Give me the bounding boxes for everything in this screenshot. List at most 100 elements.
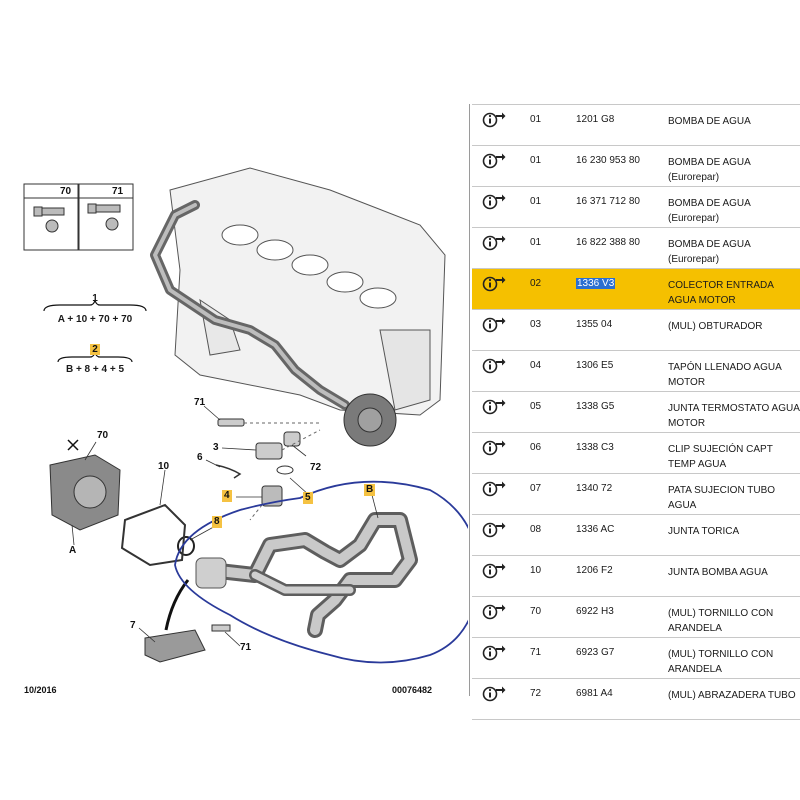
info-arrow-icon[interactable] xyxy=(482,152,506,170)
part-description: PATA SUJECION TUBO AGUA xyxy=(668,485,776,511)
part-number[interactable]: 1336 AC xyxy=(576,524,615,535)
info-arrow-icon[interactable] xyxy=(482,316,506,334)
part-number[interactable]: 1340 72 xyxy=(576,483,613,494)
callout-10: 10 xyxy=(158,461,170,472)
leader-lines xyxy=(71,405,379,647)
exploded-parts-diagram: 70 71 1 A + 10 + 70 + 70 2 B + 8 + 4 + 5… xyxy=(23,167,468,695)
part-reference: 72 xyxy=(530,688,542,699)
part-description: BOMBA DE AGUA (Eurorepar) xyxy=(668,198,751,224)
parts-row[interactable]: 01 16 230 953 80 BOMBA DE AGUA (Eurorepa… xyxy=(472,146,800,187)
callout-70: 70 xyxy=(97,430,109,441)
bracket-7 xyxy=(144,624,231,663)
part-reference: 10 xyxy=(530,565,542,576)
info-arrow-icon[interactable] xyxy=(482,439,506,457)
parts-row[interactable]: 01 16 371 712 80 BOMBA DE AGUA (Eurorepa… xyxy=(472,187,800,228)
part-reference: 01 xyxy=(530,237,542,248)
info-arrow-icon[interactable] xyxy=(482,275,506,293)
callout-71: 71 xyxy=(194,397,206,408)
part-number[interactable]: 1306 E5 xyxy=(576,360,614,371)
info-arrow-icon[interactable] xyxy=(482,562,506,580)
o-ring-8 xyxy=(177,536,195,556)
small-parts-upper xyxy=(217,418,321,460)
info-arrow-icon[interactable] xyxy=(482,685,506,703)
callout-b: B xyxy=(364,484,376,496)
screw-70-icon xyxy=(33,206,65,233)
part-description: (MUL) ABRAZADERA TUBO xyxy=(668,690,796,701)
part-number[interactable]: 6923 G7 xyxy=(576,647,615,658)
parts-row[interactable]: 02 1336 V3 COLECTOR ENTRADA AGUA MOTOR xyxy=(472,269,800,310)
parts-row[interactable]: 07 1340 72 PATA SUJECION TUBO AGUA xyxy=(472,474,800,515)
info-arrow-icon[interactable] xyxy=(482,398,506,416)
formula-1-contents: A + 10 + 70 + 70 xyxy=(57,314,133,325)
parts-row[interactable]: 72 6981 A4 (MUL) ABRAZADERA TUBO xyxy=(472,679,800,720)
part-number[interactable]: 1336 V3 xyxy=(576,278,616,289)
info-arrow-icon[interactable] xyxy=(482,480,506,498)
parts-rows: 01 1201 G8 BOMBA DE AGUA 01 16 230 953 8… xyxy=(472,105,800,720)
legend-label-71: 71 xyxy=(112,186,124,197)
parts-row[interactable]: 70 6922 H3 (MUL) TORNILLO CON ARANDELA xyxy=(472,597,800,638)
callout-a: A xyxy=(69,545,77,556)
parts-row[interactable]: 01 16 822 388 80 BOMBA DE AGUA (Eurorepa… xyxy=(472,228,800,269)
screw-71-icon xyxy=(87,203,121,231)
info-arrow-icon[interactable] xyxy=(482,193,506,211)
part-number[interactable]: 1201 G8 xyxy=(576,114,615,125)
callout-6: 6 xyxy=(197,452,203,463)
part-number[interactable]: 16 371 712 80 xyxy=(576,196,640,207)
water-pump-mounted xyxy=(343,393,397,447)
callout-71-lower: 71 xyxy=(240,642,252,653)
formula-2-contents: B + 8 + 4 + 5 xyxy=(65,364,125,375)
parts-row[interactable]: 05 1338 G5 JUNTA TERMOSTATO AGUA MOTOR xyxy=(472,392,800,433)
blue-hand-drawn-circle xyxy=(174,480,468,664)
part-description: (MUL) TORNILLO CON ARANDELA xyxy=(668,608,774,634)
legend-label-70: 70 xyxy=(60,186,72,197)
info-arrow-icon[interactable] xyxy=(482,603,506,621)
parts-row[interactable]: 03 1355 04 (MUL) OBTURADOR xyxy=(472,310,800,351)
part-number[interactable]: 16 822 388 80 xyxy=(576,237,640,248)
part-number[interactable]: 1355 04 xyxy=(576,319,613,330)
diagram-drawing xyxy=(23,167,468,664)
info-arrow-icon[interactable] xyxy=(482,644,506,662)
parts-row[interactable]: 04 1306 E5 TAPÓN LLENADO AGUA MOTOR xyxy=(472,351,800,392)
part-reference: 03 xyxy=(530,319,542,330)
info-arrow-icon[interactable] xyxy=(482,357,506,375)
parts-list-top-border xyxy=(472,104,800,105)
clip-6 xyxy=(215,464,242,479)
x-mark xyxy=(67,439,79,451)
screw-legend-boxes xyxy=(23,183,134,251)
part-reference: 05 xyxy=(530,401,542,412)
formula-1-number: 1 xyxy=(92,293,98,304)
part-description: TAPÓN LLENADO AGUA MOTOR xyxy=(668,362,782,388)
callout-4: 4 xyxy=(222,490,232,502)
part-description: BOMBA DE AGUA (Eurorepar) xyxy=(668,157,751,183)
parts-row[interactable]: 10 1206 F2 JUNTA BOMBA AGUA xyxy=(472,556,800,597)
part-number[interactable]: 1338 G5 xyxy=(576,401,615,412)
part-number[interactable]: 1338 C3 xyxy=(576,442,614,453)
parts-list: 01 1201 G8 BOMBA DE AGUA 01 16 230 953 8… xyxy=(472,104,800,720)
info-arrow-icon[interactable] xyxy=(482,234,506,252)
part-number[interactable]: 6981 A4 xyxy=(576,688,613,699)
parts-row[interactable]: 08 1336 AC JUNTA TORICA xyxy=(472,515,800,556)
water-inlet-manifold xyxy=(195,512,418,638)
part-number[interactable]: 1206 F2 xyxy=(576,565,613,576)
callout-8: 8 xyxy=(212,516,222,528)
part-description: JUNTA TORICA xyxy=(668,526,740,537)
part-reference: 02 xyxy=(530,278,542,289)
parts-row[interactable]: 06 1338 C3 CLIP SUJECIÓN CAPT TEMP AGUA xyxy=(472,433,800,474)
part-number[interactable]: 16 230 953 80 xyxy=(576,155,640,166)
info-arrow-icon[interactable] xyxy=(482,111,506,129)
part-reference: 70 xyxy=(530,606,542,617)
part-reference: 06 xyxy=(530,442,542,453)
engine-block xyxy=(169,167,446,416)
water-pump-exploded xyxy=(49,454,187,567)
plug-and-ring xyxy=(249,465,294,521)
callout-3: 3 xyxy=(213,442,219,453)
part-description: CLIP SUJECIÓN CAPT TEMP AGUA xyxy=(668,444,773,470)
part-number[interactable]: 6922 H3 xyxy=(576,606,614,617)
parts-row[interactable]: 71 6923 G7 (MUL) TORNILLO CON ARANDELA xyxy=(472,638,800,679)
callout-5: 5 xyxy=(303,492,313,504)
parts-row[interactable]: 01 1201 G8 BOMBA DE AGUA xyxy=(472,105,800,146)
part-reference: 08 xyxy=(530,524,542,535)
brace-1 xyxy=(43,299,147,312)
part-reference: 01 xyxy=(530,196,542,207)
info-arrow-icon[interactable] xyxy=(482,521,506,539)
